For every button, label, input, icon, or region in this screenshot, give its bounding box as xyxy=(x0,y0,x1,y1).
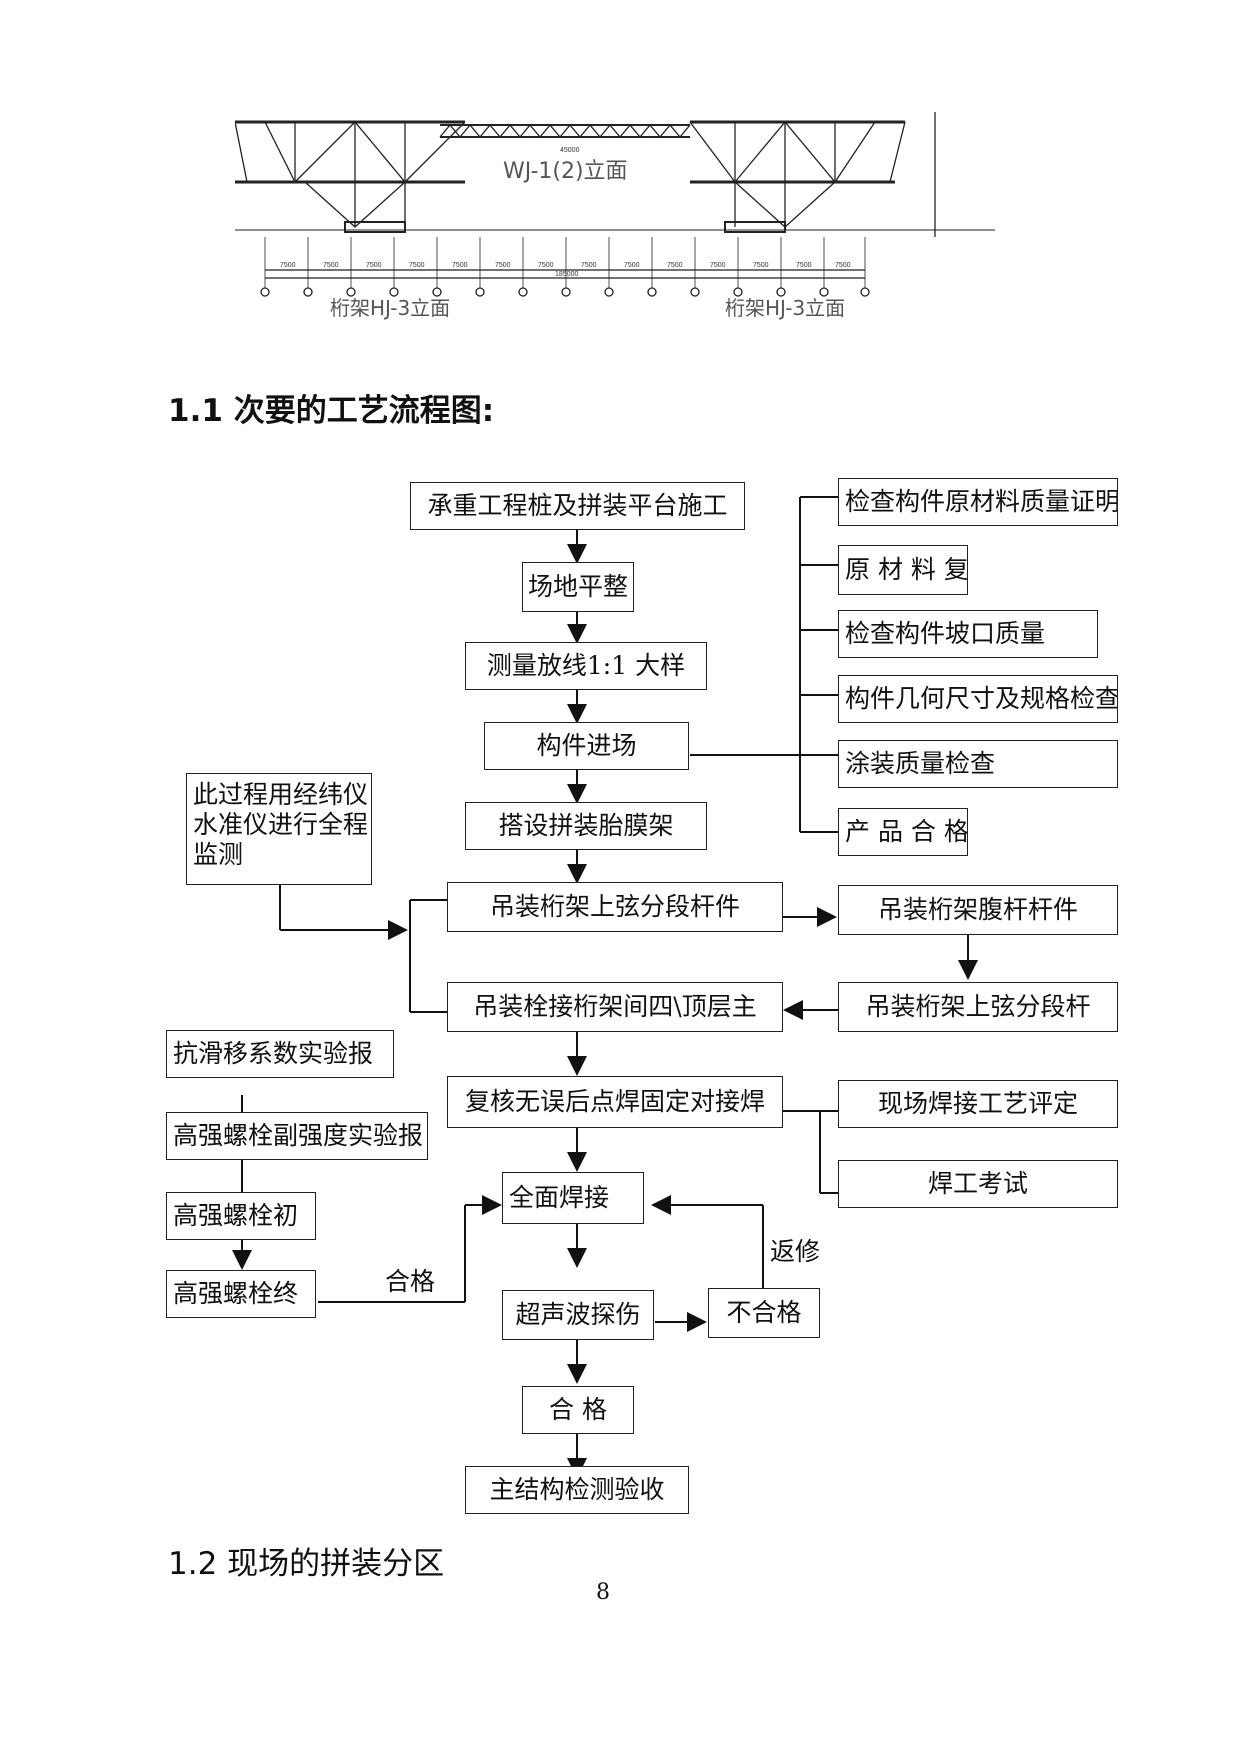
section-title-1-1: 1.1 次要的工艺流程图: xyxy=(168,393,495,429)
dim-label: 7500 xyxy=(409,262,425,269)
dim-label: 7500 xyxy=(710,262,726,269)
dim-label: 7500 xyxy=(796,262,812,269)
flow-step-site-leveling: 场地平整 xyxy=(522,562,634,612)
truss-elevation-svg: 7500 7500 7500 7500 7500 7500 7500 7500 … xyxy=(205,102,995,320)
monitoring-note-line: 此过程用经纬仪 xyxy=(193,780,369,809)
flow-step-final-acceptance: 主结构检测验收 xyxy=(465,1466,689,1514)
dim-label: 7500 xyxy=(323,262,339,269)
flow-step-member-arrival: 构件进场 xyxy=(484,722,689,770)
check-groove-quality: 检查构件坡口质量 xyxy=(838,610,1098,658)
monitoring-note-line: 水准仪进行全程 xyxy=(193,810,369,839)
flow-step-fail: 不合格 xyxy=(708,1288,820,1338)
bolt-final-tighten: 高强螺栓终 xyxy=(166,1270,316,1318)
flow-step-ultrasonic-test: 超声波探伤 xyxy=(502,1290,654,1340)
dim-label: 7500 xyxy=(753,262,769,269)
page-number: 8 xyxy=(596,1580,610,1605)
flow-step-bolted-truss-main: 吊装栓接桁架间四\顶层主 xyxy=(447,982,783,1032)
span-mid-label: 45000 xyxy=(560,147,580,154)
dim-label: 7500 xyxy=(538,262,554,269)
flow-step-assembly-jig: 搭设拼装胎膜架 xyxy=(465,802,707,850)
monitoring-note-box: 此过程用经纬仪 水准仪进行全程 监测 xyxy=(186,773,372,885)
label-repair: 返修 xyxy=(770,1237,821,1266)
dim-label: 7500 xyxy=(280,262,296,269)
truss-right-caption: 桁架HJ-3立面 xyxy=(725,296,845,320)
dim-label: 7500 xyxy=(495,262,511,269)
bolt-slip-coefficient-report: 抗滑移系数实验报 xyxy=(166,1030,394,1078)
flow-step-pass: 合 格 xyxy=(522,1386,634,1434)
truss-elevation-drawing: 7500 7500 7500 7500 7500 7500 7500 7500 … xyxy=(205,92,1065,362)
dim-label: 7500 xyxy=(667,262,683,269)
dim-label: 7500 xyxy=(624,262,640,269)
flow-step-hoist-upper-chord-2: 吊装桁架上弦分段杆 xyxy=(838,982,1118,1032)
dim-label: 7500 xyxy=(366,262,382,269)
dim-label: 7500 xyxy=(581,262,597,269)
flow-step-full-welding: 全面焊接 xyxy=(502,1172,644,1224)
section-title-1-2: 1.2 现场的拼装分区 xyxy=(168,1546,445,1582)
bolt-strength-report: 高强螺栓副强度实验报 xyxy=(166,1112,428,1160)
span-total-label: 185000 xyxy=(555,271,578,278)
flow-step-hoist-upper-chord: 吊装桁架上弦分段杆件 xyxy=(447,882,783,932)
check-geometry-spec: 构件几何尺寸及规格检查 xyxy=(838,675,1118,723)
bolt-initial-tighten: 高强螺栓初 xyxy=(166,1192,316,1240)
flow-step-welding-procedure: 现场焊接工艺评定 xyxy=(838,1080,1118,1128)
monitoring-note-line: 监测 xyxy=(193,840,244,869)
dim-label: 7500 xyxy=(835,262,851,269)
flow-step-survey-layout: 测量放线1:1 大样 xyxy=(465,642,707,690)
truss-left-caption: 桁架HJ-3立面 xyxy=(330,296,450,320)
truss-center-label: WJ-1(2)立面 xyxy=(503,159,628,184)
flow-step-tack-weld: 复核无误后点焊固定对接焊 xyxy=(447,1076,783,1128)
check-material-certificate: 检查构件原材料质量证明 xyxy=(838,478,1118,526)
dim-label: 7500 xyxy=(452,262,468,269)
flow-step-hoist-web-members: 吊装桁架腹杆杆件 xyxy=(838,885,1118,935)
check-product-qualified: 产 品 合 格 xyxy=(838,808,968,856)
check-coating-quality: 涂装质量检查 xyxy=(838,740,1118,788)
flow-step-pile-platform: 承重工程桩及拼装平台施工 xyxy=(410,482,745,530)
label-pass: 合格 xyxy=(385,1267,436,1296)
check-material-retest: 原 材 料 复 xyxy=(838,545,968,595)
flow-step-welder-exam: 焊工考试 xyxy=(838,1160,1118,1208)
